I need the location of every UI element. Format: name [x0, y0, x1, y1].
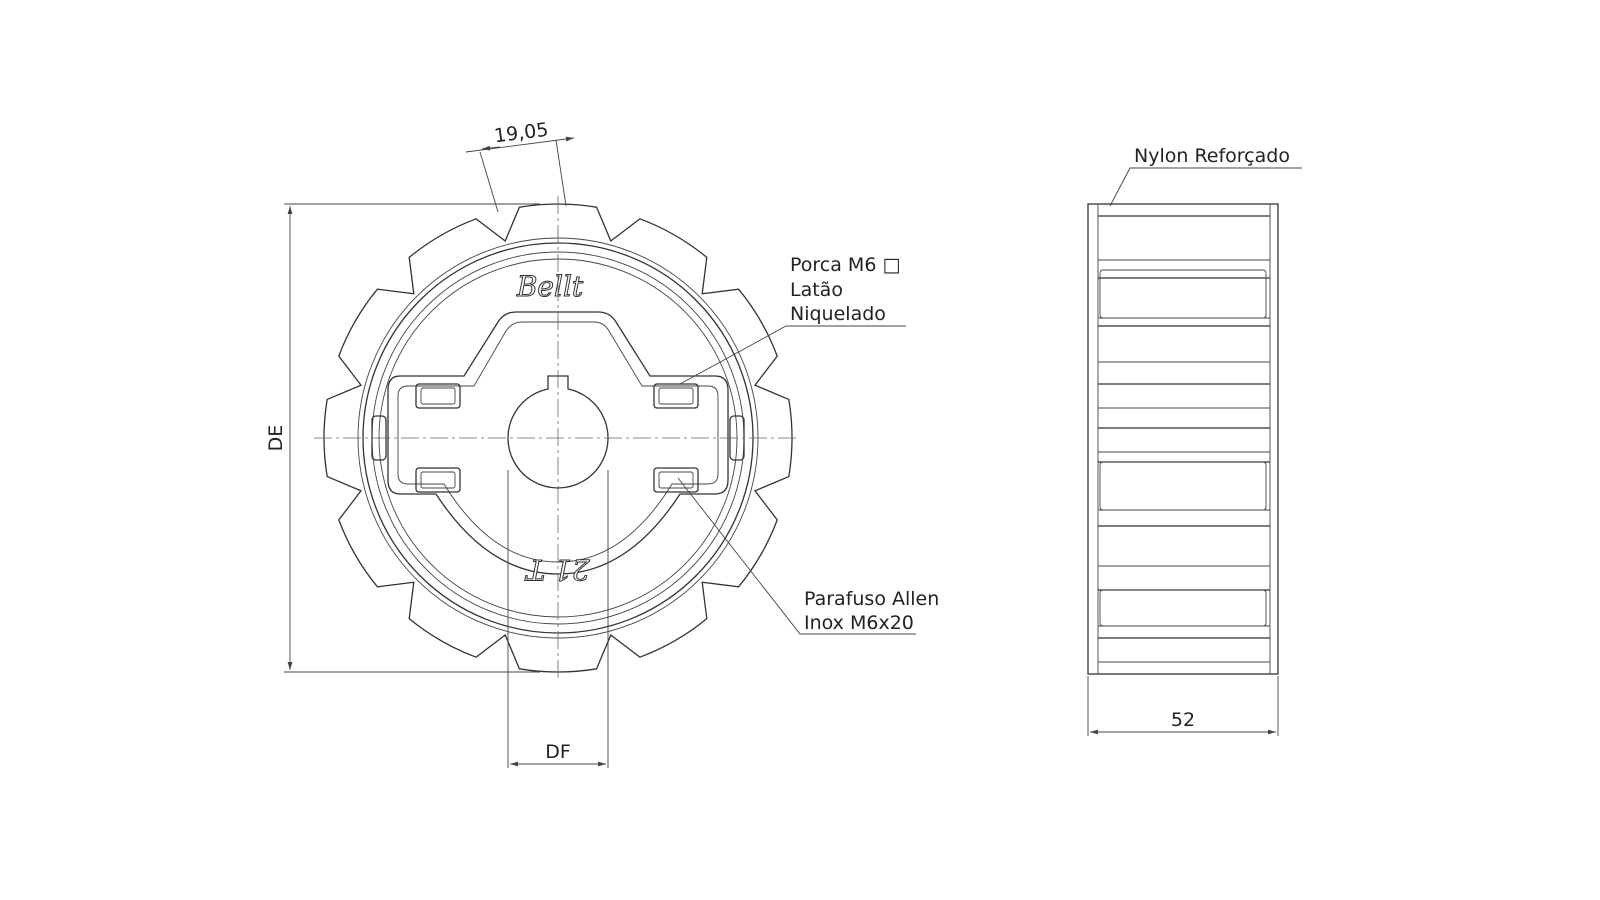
screw-callout-line1: Parafuso Allen [804, 588, 939, 610]
tooth-profile [323, 203, 793, 673]
nut-pocket-bottom-left [415, 467, 461, 493]
pitch-dimension-arrow [481, 145, 501, 151]
de-dimension-label: DE [265, 425, 287, 452]
shaft-bore [507, 375, 609, 489]
screw-callout-line2: Inox M6x20 [804, 612, 914, 634]
side-tooth-face [1099, 589, 1267, 627]
side-view: Nylon Reforçado 52 [1087, 145, 1302, 736]
side-tooth-face [1099, 461, 1267, 511]
front-view: Bellt 21 T DE DF 19,05 Porca M6 □ Latão … [265, 119, 939, 768]
nut-callout-line2: Latão [790, 279, 843, 301]
df-dimension-label: DF [545, 741, 571, 763]
nut-pocket-inner [658, 471, 694, 489]
nut-callout-line1: Porca M6 □ [790, 254, 900, 276]
screw-leader [677, 477, 916, 635]
nut-pocket-top-left [415, 383, 461, 409]
nut-pocket-inner [658, 387, 694, 405]
width-dimension-label: 52 [1171, 709, 1195, 731]
side-body-outline [1087, 203, 1279, 675]
nut-pocket-bottom-right [653, 467, 699, 493]
nut-leader [679, 325, 906, 385]
nut-pocket-top-right [653, 383, 699, 409]
pitch-extension-right [555, 139, 567, 207]
side-ribs [1098, 215, 1270, 663]
nut-callout-line3: Niquelado [790, 303, 886, 325]
material-leader [1109, 167, 1302, 207]
side-tooth-face [1099, 269, 1267, 319]
nut-pocket-inner [420, 387, 456, 405]
brand-logo: Bellt [516, 270, 584, 303]
material-callout: Nylon Reforçado [1134, 145, 1290, 167]
pitch-extension-left [479, 151, 499, 213]
teeth-mark: 21 T [524, 553, 591, 586]
pitch-dimension-label: 19,05 [493, 119, 550, 147]
nut-pocket-inner [420, 471, 456, 489]
